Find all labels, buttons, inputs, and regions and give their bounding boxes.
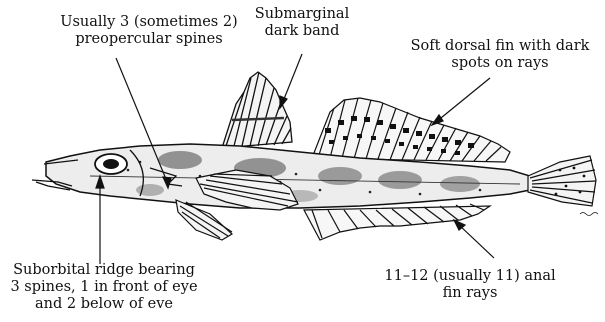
soft-dorsal-label-line-1: Soft dorsal fin with dark bbox=[395, 38, 605, 55]
submarginal-band-label: Submarginal dark band bbox=[232, 6, 372, 40]
suborbital-ridge-label: Suborbital ridge bearing 3 spines, 1 in … bbox=[0, 262, 208, 313]
caudal-fin bbox=[528, 156, 596, 206]
anal-label-line-2: fin rays bbox=[360, 285, 580, 302]
submarginal-arrow bbox=[280, 54, 302, 108]
artist-signature bbox=[580, 213, 598, 216]
submarginal-label-line-1: Submarginal bbox=[232, 6, 372, 23]
soft-dorsal-arrow bbox=[432, 78, 490, 125]
suborbital-label-line-1: Suborbital ridge bearing bbox=[0, 262, 208, 279]
anal-label-line-1: 11–12 (usually 11) anal bbox=[360, 268, 580, 285]
suborbital-label-line-3: and 2 below of eve bbox=[0, 296, 208, 313]
anal-arrow bbox=[454, 220, 494, 258]
anal-fin-rays-label: 11–12 (usually 11) anal fin rays bbox=[360, 268, 580, 302]
anal-fin bbox=[304, 204, 490, 240]
soft-dorsal-fin bbox=[312, 98, 510, 162]
fish-eye bbox=[95, 154, 127, 174]
spiny-dorsal-fin bbox=[222, 72, 292, 148]
submarginal-label-line-2: dark band bbox=[232, 23, 372, 40]
suborbital-label-line-2: 3 spines, 1 in front of eye bbox=[0, 279, 208, 296]
soft-dorsal-fin-label: Soft dorsal fin with dark spots on rays bbox=[395, 38, 605, 72]
soft-dorsal-label-line-2: spots on rays bbox=[395, 55, 605, 72]
